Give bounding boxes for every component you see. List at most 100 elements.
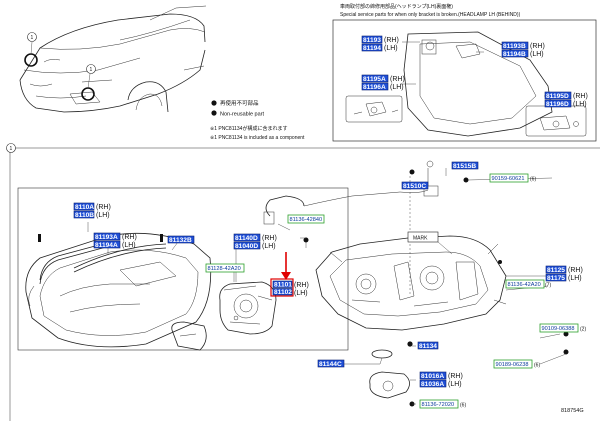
svg-text:MARK: MARK	[413, 236, 428, 242]
red-arrow	[281, 252, 291, 280]
svg-text:(LH): (LH)	[573, 101, 587, 108]
label-81140D[interactable]: 81140D (RH) 81040D (LH)	[233, 233, 277, 250]
svg-text:81196D: 81196D	[546, 101, 569, 108]
svg-text:81016A: 81016A	[421, 373, 444, 380]
svg-text:81040D: 81040D	[235, 243, 258, 250]
svg-text:81193B: 81193B	[503, 43, 526, 50]
label-81136-72020[interactable]: 81136-72020 (6)	[419, 399, 466, 409]
svg-text:81134: 81134	[419, 343, 437, 350]
svg-text:(RH): (RH)	[568, 267, 583, 274]
svg-text:81136-72020: 81136-72020	[422, 402, 455, 408]
callout-circle-1c	[6, 143, 16, 153]
svg-text:81102: 81102	[274, 289, 292, 296]
label-90189-06238[interactable]: 90189-06238 (6)	[493, 359, 540, 369]
svg-text:81175: 81175	[547, 275, 565, 282]
svg-text:(RH): (RH)	[573, 93, 588, 100]
inset-label-81195D[interactable]: 81195D (RH) 81196D (LH)	[544, 91, 588, 108]
inset-title-jp: 車両取付部の締修用部品(ヘッドランプ(LH)裏面権)	[340, 3, 453, 10]
svg-text:81194A: 81194A	[95, 242, 118, 249]
svg-text:(LH): (LH)	[390, 84, 404, 91]
inset-label-81193[interactable]: 81193 (RH) 81194 (LH)	[361, 35, 399, 52]
pin-mark-2	[160, 234, 163, 242]
svg-text:81196A: 81196A	[363, 84, 386, 91]
label-81125[interactable]: 81125 (RH) 81175 (LH)	[545, 265, 583, 282]
svg-text:90109-06388: 90109-06388	[542, 326, 575, 332]
callout-1c-text: 1	[10, 146, 13, 152]
inset-frame	[332, 19, 597, 142]
svg-text:(LH): (LH)	[96, 212, 110, 219]
non-reusable-bullet-jp	[211, 100, 217, 106]
label-81101[interactable]: 81101 (RH) 81102 (LH)	[270, 278, 309, 297]
non-reusable-bullet-en	[211, 110, 217, 116]
label-81193A[interactable]: 81193A (RH) 81194A (LH)	[93, 232, 137, 249]
svg-text:(LH): (LH)	[384, 45, 398, 52]
svg-text:(RH): (RH)	[390, 76, 405, 83]
svg-text:81101: 81101	[274, 282, 292, 289]
svg-text:(LH): (LH)	[530, 51, 544, 58]
svg-text:(6): (6)	[460, 403, 466, 409]
inset-bracket-box	[345, 95, 403, 123]
svg-text:81036A: 81036A	[421, 381, 444, 388]
callout-1a-text: 1	[31, 35, 34, 41]
svg-text:(LH): (LH)	[568, 275, 582, 282]
label-81510C[interactable]: 81510C	[401, 181, 429, 190]
svg-text:90189-06238: 90189-06238	[496, 362, 529, 368]
lamp-assembly-frame	[17, 187, 349, 351]
inset-label-81195A[interactable]: 81195A (RH) 81196A (LH)	[361, 74, 405, 91]
svg-text:(RH): (RH)	[96, 204, 111, 211]
note1-jp-text: ※1 PNC81134が構成に含まれます	[210, 125, 287, 132]
svg-text:(6): (6)	[534, 363, 540, 369]
leveling-motor	[219, 281, 277, 335]
label-81016A[interactable]: 81016A (RH) 81036A (LH)	[419, 371, 463, 388]
svg-text:81193: 81193	[363, 37, 381, 44]
vehicle-sketch	[19, 5, 207, 113]
svg-text:90159-60621: 90159-60621	[492, 176, 525, 182]
svg-text:(RH): (RH)	[384, 37, 399, 44]
label-81128-42A20[interactable]: 81128-42A20	[205, 263, 245, 273]
label-81132B[interactable]: 81132B	[167, 235, 195, 244]
o-ring	[371, 349, 393, 359]
label-90159-60621[interactable]: 90159-60621 (6)	[489, 173, 536, 183]
figure-id: 818754G	[561, 408, 584, 414]
svg-text:81136-42840: 81136-42840	[290, 217, 323, 223]
label-81515B[interactable]: 81515B	[451, 161, 479, 170]
svg-text:(LH): (LH)	[448, 381, 462, 388]
label-81134[interactable]: 81134	[417, 341, 439, 350]
label-90109-06388[interactable]: 90109-06388 (2)	[539, 323, 586, 333]
svg-text:81510C: 81510C	[403, 183, 426, 190]
svg-text:81125: 81125	[547, 267, 565, 274]
non-reusable-en-text: Non-reusable part	[220, 112, 264, 118]
svg-text:(6): (6)	[530, 177, 536, 183]
headlamp-housing	[315, 235, 507, 331]
label-81144C[interactable]: 81144C	[317, 359, 345, 368]
label-81136-42840[interactable]: 81136-42840	[287, 214, 325, 224]
svg-text:(LH): (LH)	[262, 243, 276, 250]
svg-text:(LH): (LH)	[294, 290, 308, 297]
adjuster-cap	[369, 371, 410, 399]
inset-label-81193B[interactable]: 81193B (RH) 81194B (LH)	[501, 41, 545, 58]
headlamp-rh-marker	[24, 53, 38, 67]
gasket-strip	[73, 243, 167, 273]
svg-text:81194B: 81194B	[503, 51, 526, 58]
label-8110A[interactable]: 8110A (RH) 8110B (LH)	[73, 202, 111, 219]
svg-text:(LH): (LH)	[122, 242, 136, 249]
inset-title-en: Special service parts for when only brac…	[340, 12, 521, 18]
svg-text:(2): (2)	[580, 327, 586, 333]
svg-text:(RH): (RH)	[448, 373, 463, 380]
small-bracket	[171, 321, 207, 351]
headlamp-lh-marker	[81, 87, 95, 101]
note1-en-text: ※1 PNC81134 is included as a component	[210, 135, 305, 141]
svg-text:(7): (7)	[545, 283, 551, 289]
svg-text:(RH): (RH)	[262, 235, 277, 242]
svg-text:81136-42A20: 81136-42A20	[508, 282, 541, 288]
label-81136-42A20[interactable]: 81136-42A20 (7)	[505, 279, 551, 289]
svg-text:8110A: 8110A	[75, 204, 94, 211]
seal-strip	[39, 241, 111, 285]
svg-text:81128-42A20: 81128-42A20	[208, 266, 241, 272]
svg-text:81144C: 81144C	[319, 361, 342, 368]
callout-circle-1a	[27, 32, 37, 42]
wire-harness	[263, 160, 439, 296]
svg-text:(RH): (RH)	[122, 234, 137, 241]
non-reusable-jp-text: 再使用不可部品	[220, 99, 259, 107]
